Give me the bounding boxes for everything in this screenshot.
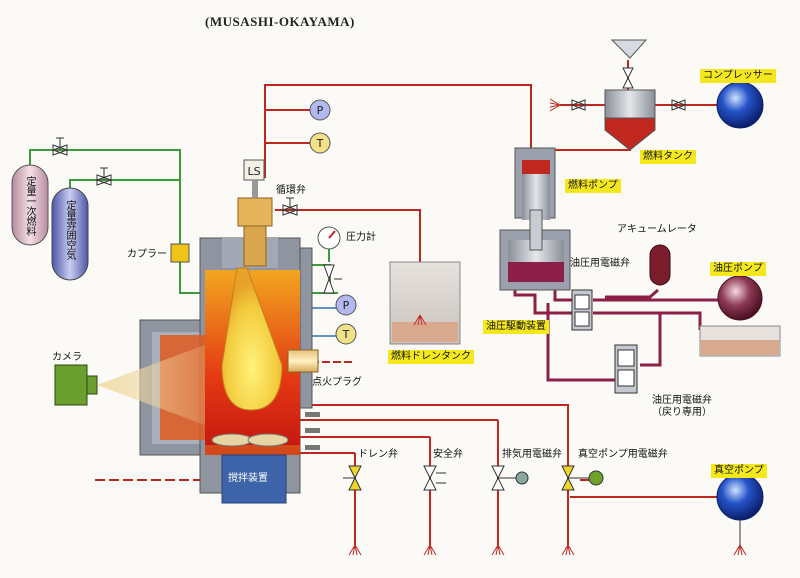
vacuum-pump-icon [716, 473, 764, 545]
camera-icon [54, 364, 98, 406]
fixed-primary-fuel-tank [11, 164, 49, 246]
hydraulic-drive-device [499, 209, 571, 291]
air-valve-1-icon[interactable] [51, 137, 69, 156]
fuel-tank [604, 89, 656, 151]
safety-valve-label: 安全弁 [433, 449, 463, 460]
temperature-indicator-top: T [309, 132, 331, 154]
return-only-label: （戻り専用） [652, 407, 712, 418]
hopper-valve-icon[interactable] [622, 67, 634, 89]
ls-label: LS [247, 165, 260, 178]
temperature-letter: T [342, 328, 350, 341]
stirring-device [221, 454, 287, 504]
circulation-valve-icon[interactable] [281, 197, 299, 216]
hydraulic-drive-device-label: 油圧駆動装置 [483, 320, 549, 334]
vacuum-pump-label: 真空ポンプ [711, 464, 767, 478]
coupler-label: カプラー [127, 249, 167, 260]
coupler-icon [170, 243, 190, 263]
compressor-label: コンプレッサー [700, 69, 776, 83]
compressor-valve-right-icon[interactable] [670, 99, 687, 111]
camera-view-beam [97, 345, 205, 425]
hydraulic-pump-label: 油圧ポンプ [710, 262, 766, 276]
circulation-valve-label: 循環弁 [276, 185, 306, 196]
drain-valve-label: ドレン弁 [358, 449, 398, 460]
pressure-letter: P [343, 299, 350, 312]
air-valve-2-icon[interactable] [95, 167, 113, 186]
drain-valve-icon[interactable] [343, 465, 362, 491]
compressor-icon [716, 81, 764, 129]
hydraulic-oil-tank [699, 325, 781, 357]
gauge-valve-icon[interactable] [323, 264, 342, 294]
diagram-title: (MUSASHI-OKAYAMA) [205, 14, 355, 29]
pressure-gauge-dial [317, 226, 341, 262]
pressure-letter: P [317, 104, 324, 117]
fixed-primary-fuel-label: 定量一次燃料 [24, 176, 35, 236]
fuel-pump-label: 燃料ポンプ [565, 179, 621, 193]
vacuum-pump-solenoid-valve-label: 真空ポンプ用電磁弁 [578, 449, 668, 460]
temperature-indicator-vessel: T [335, 323, 357, 345]
injector [237, 159, 273, 267]
fuel-pump [514, 147, 556, 220]
fixed-ambient-air-label: 定量雰囲空気 [64, 200, 75, 260]
oil-lines [513, 283, 720, 382]
hydraulic-solenoid-valve-icon[interactable] [571, 289, 593, 331]
hopper-icon [610, 39, 648, 59]
ignition-plug-label: 点火プラグ [312, 377, 362, 388]
exhaust-solenoid-valve-icon[interactable] [491, 465, 529, 491]
pressure-indicator-vessel: P [335, 294, 357, 316]
hydraulic-solenoid-valve-return-label: 油圧用電磁弁 [652, 395, 712, 406]
accumulator-label: アキュームレータ [617, 224, 697, 235]
camera-label: カメラ [52, 352, 82, 363]
fuel-drain-tank-label: 燃料ドレンタンク [388, 350, 474, 364]
compressor-valve-left-icon[interactable] [570, 99, 587, 111]
vacuum-pump-solenoid-valve-icon[interactable] [561, 465, 604, 491]
hydraulic-pump-icon [717, 275, 763, 321]
fixed-ambient-air-tank [51, 187, 89, 281]
safety-valve-icon[interactable] [423, 465, 446, 491]
fuel-drain-tank [389, 261, 461, 345]
stirring-device-label: 撹拌装置 [228, 473, 268, 484]
pressure-gauge-label: 圧力計 [346, 232, 376, 243]
temperature-letter: T [316, 137, 324, 150]
exhaust-spray-icons [348, 98, 747, 556]
hydraulic-solenoid-valve-label: 油圧用電磁弁 [570, 258, 630, 269]
pressure-indicator-top: P [309, 99, 331, 121]
fuel-tank-label: 燃料タンク [640, 150, 696, 164]
exhaust-solenoid-valve-label: 排気用電磁弁 [502, 449, 562, 460]
hydraulic-solenoid-valve-return-icon[interactable] [614, 344, 638, 394]
ignition-plug [287, 349, 319, 373]
accumulator-icon [649, 244, 671, 286]
